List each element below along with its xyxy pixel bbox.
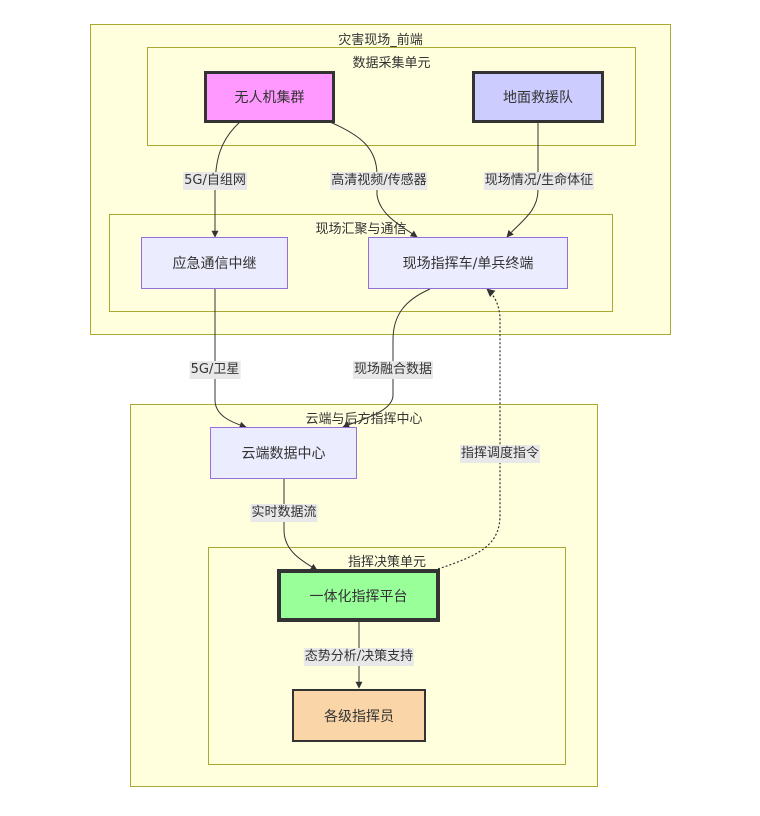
- edge-label-command-vehicle-cloud-dc: 现场融合数据: [352, 361, 434, 379]
- cluster-collection-title: 数据采集单元: [352, 56, 431, 71]
- node-cloud-dc-label: 云端数据中心: [241, 446, 326, 462]
- node-commanders-label: 各级指挥员: [324, 708, 394, 725]
- node-platform-label: 一体化指挥平台: [309, 588, 408, 605]
- node-uav-swarm[interactable]: 无人机集群: [204, 71, 335, 123]
- edge-label-relay-cloud-dc: 5G/卫星: [189, 361, 241, 379]
- cluster-cloud-title: 云端与后方指挥中心: [305, 412, 423, 427]
- cluster-decision-title: 指挥决策单元: [347, 555, 426, 570]
- cluster-frontline-title: 灾害现场_前端: [338, 33, 423, 48]
- node-commanders[interactable]: 各级指挥员: [292, 689, 426, 742]
- edge-label-uav-relay: 5G/自组网: [183, 172, 247, 190]
- node-relay[interactable]: 应急通信中继: [141, 237, 288, 289]
- node-ground-team-label: 地面救援队: [503, 90, 573, 106]
- node-command-vehicle-label: 现场指挥车/单兵终端: [402, 256, 534, 272]
- node-ground-team[interactable]: 地面救援队: [472, 71, 604, 123]
- node-relay-label: 应急通信中继: [172, 256, 257, 272]
- edge-label-ground-team-command-vehicle: 现场情况/生命体征: [483, 172, 595, 190]
- node-cloud-dc[interactable]: 云端数据中心: [210, 427, 357, 479]
- edge-label-uav-command-vehicle: 高清视频/传感器: [330, 172, 428, 190]
- node-command-vehicle[interactable]: 现场指挥车/单兵终端: [368, 237, 568, 289]
- edge-label-cloud-dc-platform: 实时数据流: [250, 504, 318, 522]
- edge-label-platform-command-vehicle: 指挥调度指令: [459, 445, 541, 463]
- node-platform[interactable]: 一体化指挥平台: [277, 569, 440, 622]
- edge-label-platform-commanders: 态势分析/决策支持: [303, 648, 415, 666]
- cluster-aggregation-title: 现场汇聚与通信: [315, 222, 407, 237]
- node-uav-swarm-label: 无人机集群: [234, 90, 305, 106]
